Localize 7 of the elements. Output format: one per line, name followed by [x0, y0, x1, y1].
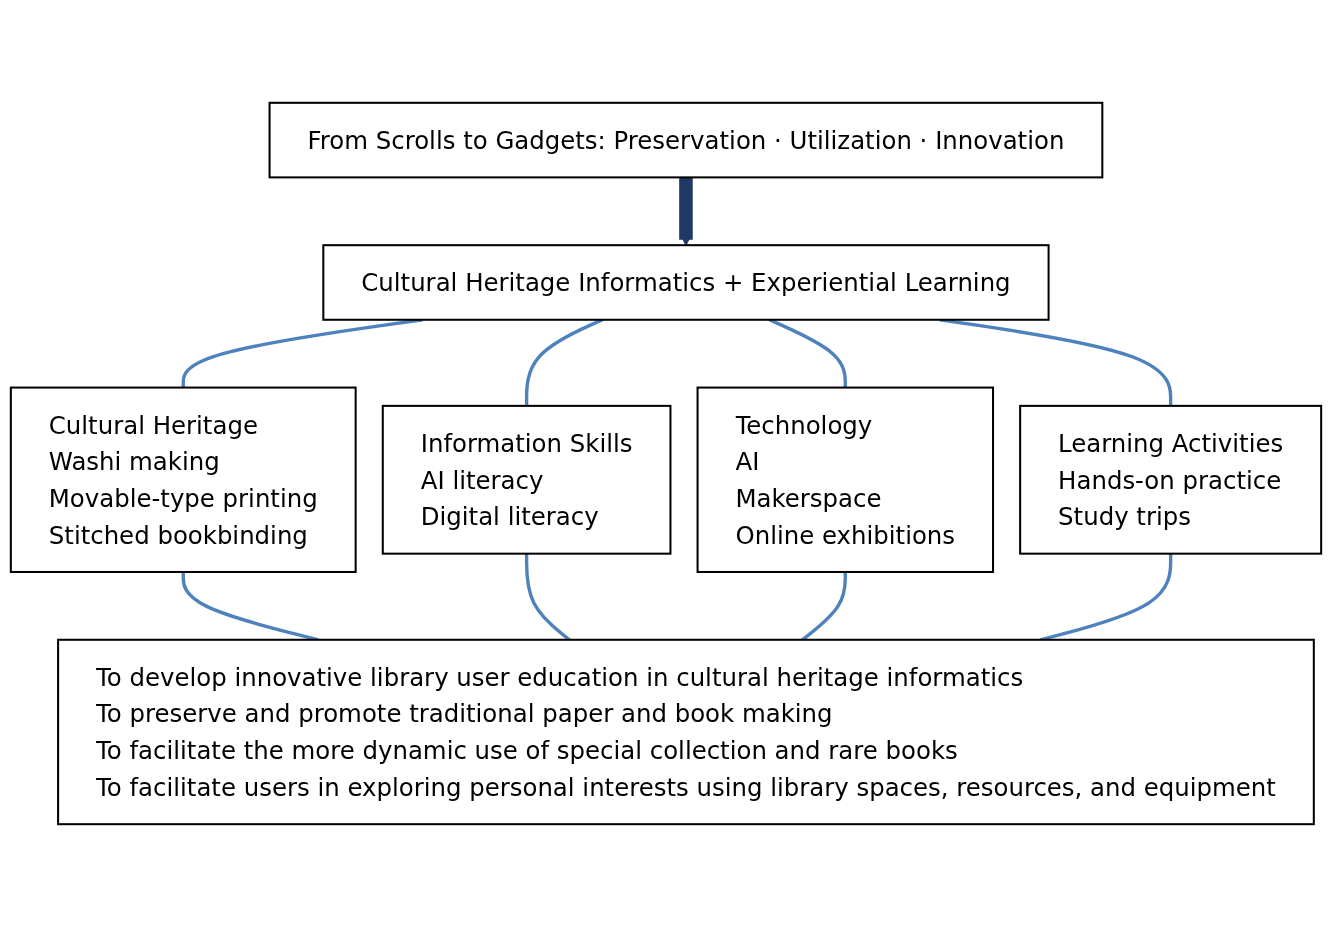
node-box: Technology AI Makerspace Online exhibitions — [696, 386, 995, 573]
node-box: Learning Activities Hands-on practice Study trips — [1019, 404, 1323, 555]
node-box: Cultural Heritage Washi making Movable-type printing Stitched bookbinding — [9, 386, 357, 573]
node-box: To develop innovative library user education in cultural heritage informatics To preserve and promote traditional paper and book making To facilitate the more dynamic use of special collection and rare books To facilitate users in exploring personal interests using library spaces, resources, and equipment — [57, 638, 1315, 826]
node-box: Cultural Heritage Informatics + Experiential Learning — [322, 244, 1050, 321]
node-box: Information Skills AI literacy Digital literacy — [381, 404, 672, 555]
node-box: From Scrolls to Gadgets: Preservation · Utilization · Innovation — [268, 101, 1104, 179]
